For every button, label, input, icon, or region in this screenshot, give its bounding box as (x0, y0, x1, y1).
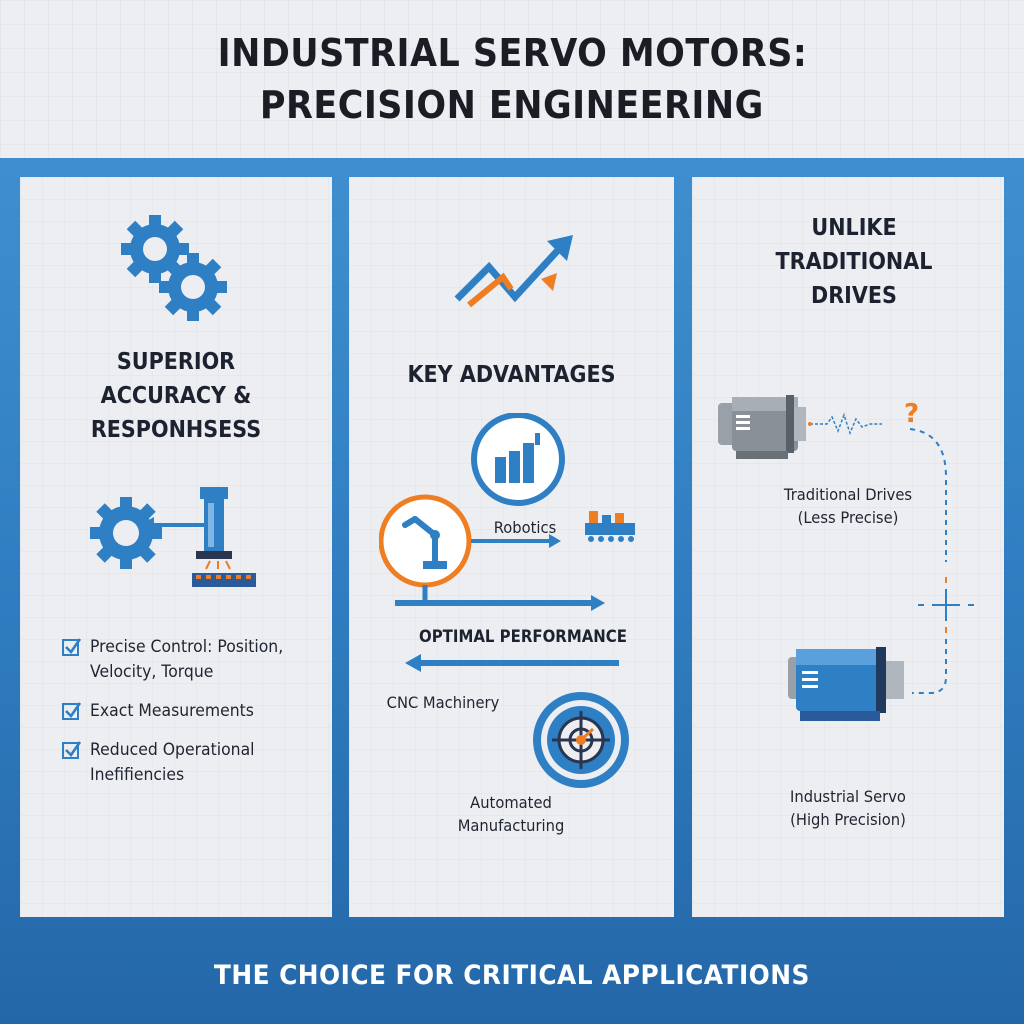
checkbox-icon (62, 741, 82, 759)
footer: THE CHOICE FOR CRITICAL APPLICATIONS (0, 940, 1024, 1010)
checkbox-icon (62, 638, 82, 656)
footer-tagline: THE CHOICE FOR CRITICAL APPLICATIONS (214, 959, 810, 991)
checklist-item: Exact Measurements (62, 699, 322, 724)
automated-manufacturing-label: Automated Manufacturing (457, 793, 565, 835)
optimal-performance-label: OPTIMAL PERFORMANCE (419, 627, 628, 647)
page-title-line-2: PRECISION ENGINEERING (260, 83, 764, 127)
header: INDUSTRIAL SERVO MOTORS: PRECISION ENGIN… (0, 0, 1024, 158)
servo-motor-icon (788, 647, 904, 721)
checklist-item: Precise Control: Position, Velocity, Tor… (62, 635, 322, 685)
comparison-diagram (718, 395, 974, 721)
advantages-diagram (379, 413, 635, 788)
industrial-servo-label: Industrial Servo (High Precision) (790, 787, 906, 829)
crosshair-icon (918, 577, 974, 633)
accuracy-checklist: Precise Control: Position, Velocity, Tor… (62, 635, 322, 788)
gears-icon (121, 215, 227, 321)
question-mark: ? (904, 399, 920, 429)
panel-key-advantages: KEY ADVANTAGES (349, 177, 674, 917)
factory-chart-icon (495, 433, 540, 483)
cnc-machinery-label: CNC Machinery (386, 693, 500, 712)
trend-arrow-icon (454, 235, 573, 308)
panel-accuracy: SUPERIOR ACCURACY & RESPONHSESS (20, 177, 332, 917)
page-title-line-1: INDUSTRIAL SERVO MOTORS: (217, 31, 807, 75)
unlike-traditional-heading: UNLIKE TRADITIONAL DRIVES (775, 215, 933, 309)
checkbox-icon (62, 702, 82, 720)
traditional-drives-label: Traditional Drives (Less Precise) (783, 485, 913, 527)
target-icon (533, 692, 629, 788)
robotics-label: Robotics (493, 518, 557, 537)
gear-actuator-icon (90, 487, 256, 587)
conveyor-icon (585, 511, 635, 542)
panel-unlike-traditional: UNLIKE TRADITIONAL DRIVES (692, 177, 1004, 917)
accuracy-heading: SUPERIOR ACCURACY & RESPONHSESS (90, 349, 262, 443)
key-advantages-heading: KEY ADVANTAGES (407, 362, 616, 388)
checklist-item: Reduced Operational Inefifiencies (62, 738, 322, 788)
traditional-motor-icon (718, 395, 806, 459)
